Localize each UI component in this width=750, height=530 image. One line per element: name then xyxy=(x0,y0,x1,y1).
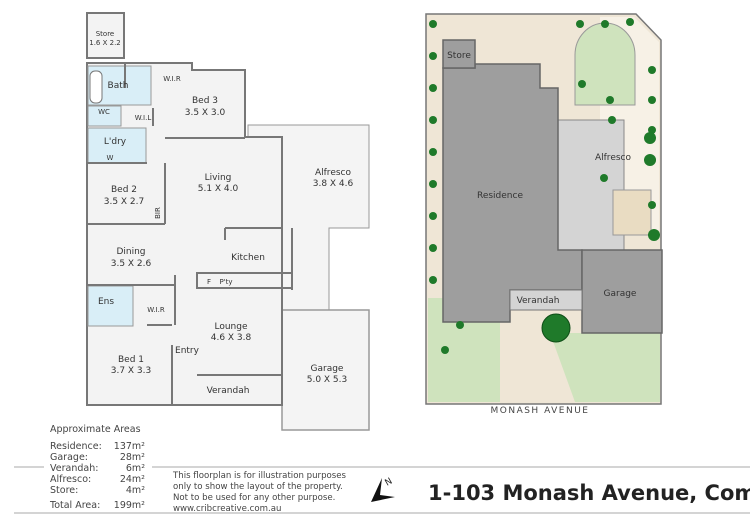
lawn-oval xyxy=(574,22,636,106)
room-label: W.I.R xyxy=(163,75,181,83)
floor-plan-labels: Store 1.6 X 2.2 Bath W.I.R Bed 3 3.5 X 3… xyxy=(89,30,353,396)
room-size: 4.6 X 3.8 xyxy=(211,333,252,343)
bathtub xyxy=(89,70,103,104)
room-label: Bed 2 xyxy=(111,185,137,195)
floor-plan xyxy=(86,12,370,431)
room-label: L'dry xyxy=(104,137,127,147)
wc-room xyxy=(87,105,122,127)
site-garage xyxy=(581,249,663,334)
area-value: 24m² xyxy=(119,474,145,485)
room-label: BIR xyxy=(154,207,162,219)
room-label: W.I.R xyxy=(147,306,165,314)
disclaimer-line: only to show the layout of the property. xyxy=(173,482,343,492)
room-label: Bed 1 xyxy=(118,355,144,365)
property-address: 1-103 Monash Avenue, Como xyxy=(428,481,750,505)
disclaimer: This floorplan is for illustration purpo… xyxy=(173,471,346,515)
site-plan: Store Residence Alfresco Garage Verandah xyxy=(425,13,663,405)
room-label: WC xyxy=(98,108,110,116)
room-size: 3.8 X 4.6 xyxy=(313,179,354,189)
areas-table: Approximate Areas Residence: 137m² Garage… xyxy=(50,424,145,511)
area-row: Garage: 28m² xyxy=(50,452,145,463)
site-label-store: Store xyxy=(447,51,471,61)
room-label: F xyxy=(207,278,211,286)
area-label: Residence: xyxy=(50,441,102,452)
north-label: N xyxy=(384,477,395,489)
room-label: Kitchen xyxy=(231,253,265,263)
tree-icon xyxy=(541,313,571,343)
room-label: Alfresco xyxy=(315,168,352,178)
area-row: Verandah: 6m² xyxy=(50,463,145,474)
room-label: Garage xyxy=(311,364,344,374)
north-arrow-icon: N xyxy=(371,477,395,502)
room-label: Entry xyxy=(175,346,200,356)
room-size: 1.6 X 2.2 xyxy=(89,39,121,47)
site-label-garage: Garage xyxy=(604,289,637,299)
area-row: Residence: 137m² xyxy=(50,441,145,452)
site-pad xyxy=(612,189,652,236)
area-label: Alfresco: xyxy=(50,474,92,485)
room-label: Ens xyxy=(98,297,114,307)
room-label: Store xyxy=(96,30,115,38)
room-label: Lounge xyxy=(214,322,247,332)
website-link[interactable]: www.cribcreative.com.au xyxy=(173,504,282,514)
disclaimer-line: This floorplan is for illustration purpo… xyxy=(173,471,347,481)
area-row: Store: 4m² xyxy=(50,485,145,496)
room-label: Living xyxy=(205,173,232,183)
room-label: Verandah xyxy=(207,386,250,396)
area-value: 4m² xyxy=(125,485,145,496)
lawn-front-left xyxy=(428,298,500,402)
site-verandah xyxy=(509,289,583,311)
room-size: 3.5 X 2.6 xyxy=(111,259,152,269)
disclaimer-line: Not to be used for any other purpose. xyxy=(173,493,336,503)
shrubs xyxy=(429,18,660,354)
ensuite-room xyxy=(87,285,134,327)
area-label: Store: xyxy=(50,485,79,496)
room-size: 3.5 X 3.0 xyxy=(185,108,226,118)
room-label: P'ty xyxy=(219,278,232,286)
site-store xyxy=(442,39,476,69)
area-label: Verandah: xyxy=(50,463,99,474)
areas-heading: Approximate Areas xyxy=(50,424,141,435)
store-room xyxy=(86,12,125,59)
area-value: 28m² xyxy=(119,452,145,463)
room-size: 3.7 X 3.3 xyxy=(111,366,152,376)
room-label: Dining xyxy=(116,247,145,257)
site-label-alfresco: Alfresco xyxy=(595,153,632,163)
room-size: 5.0 X 5.3 xyxy=(307,375,348,385)
site-label-residence: Residence xyxy=(477,191,523,201)
room-label: Bath xyxy=(108,81,129,91)
street-name: MONASH AVENUE xyxy=(490,406,590,416)
area-label: Garage: xyxy=(50,452,88,463)
room-label: Bed 3 xyxy=(192,96,218,106)
room-size: 5.1 X 4.0 xyxy=(198,184,239,194)
room-label: W.I.L xyxy=(135,114,152,122)
area-total-value: 199m² xyxy=(113,500,145,511)
room-size: 3.5 X 2.7 xyxy=(104,197,145,207)
area-total-row: Total Area: 199m² xyxy=(50,500,145,511)
area-total-label: Total Area: xyxy=(50,500,101,511)
lawn-front-right xyxy=(550,333,660,402)
area-value: 6m² xyxy=(125,463,145,474)
area-value: 137m² xyxy=(113,441,145,452)
site-label-verandah: Verandah xyxy=(517,296,560,306)
area-row: Alfresco: 24m² xyxy=(50,474,145,485)
room-label: W xyxy=(107,154,114,162)
